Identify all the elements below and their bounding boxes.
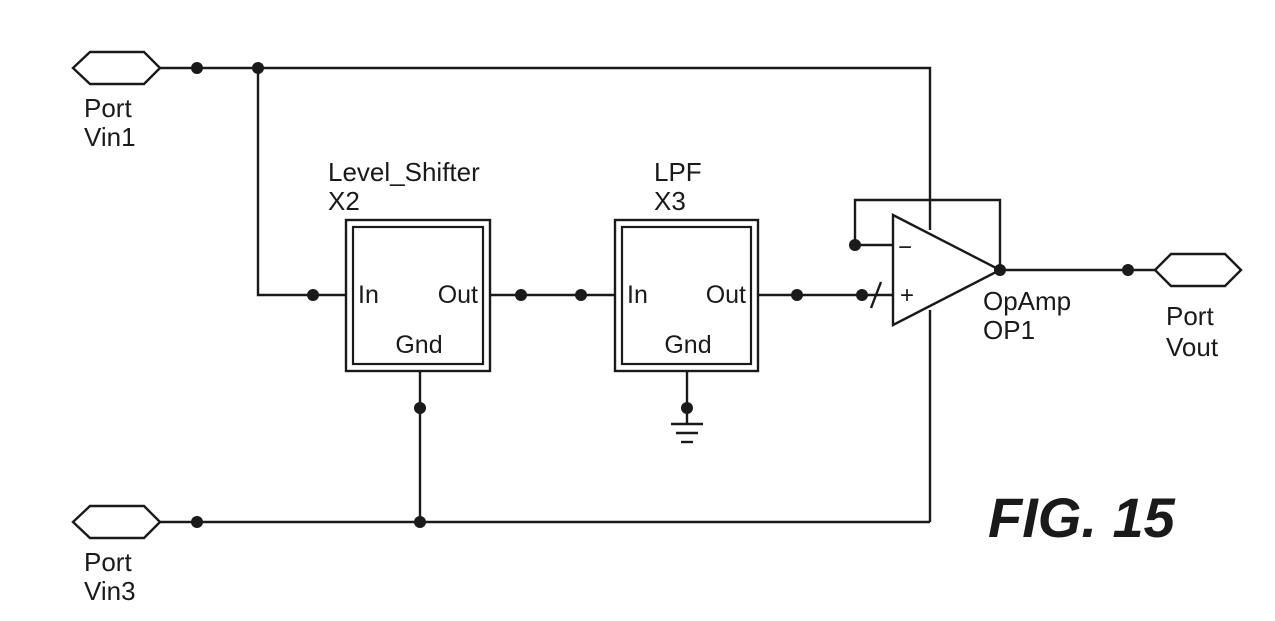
junction-dot	[414, 402, 426, 414]
opamp-type: OpAmp	[983, 286, 1071, 316]
port-vin1-type: Port	[84, 93, 132, 123]
figure-label: FIG. 15	[988, 486, 1176, 549]
level-shifter-pin-gnd: Gnd	[395, 331, 442, 359]
level-shifter-pin-out: Out	[438, 281, 478, 309]
level-shifter-block: Level_Shifter X2 In Out Gnd	[328, 157, 492, 373]
port-vin3: Port Vin3	[71, 504, 162, 606]
port-vin3-symbol	[71, 504, 162, 540]
junction-dot	[791, 289, 803, 301]
junctions	[191, 62, 1134, 528]
wire-vin1-rail	[160, 66, 932, 230]
level-shifter-inner	[351, 225, 485, 366]
opamp-plus-sign: +	[900, 282, 914, 309]
port-vin3-name: Vin3	[84, 576, 136, 606]
level-shifter-ref: X2	[328, 186, 360, 216]
junction-dot	[191, 516, 203, 528]
junction-dot	[575, 289, 587, 301]
lpf-type: LPF	[654, 157, 702, 187]
opamp-triangle	[891, 213, 1003, 327]
lpf-pin-gnd: Gnd	[664, 331, 711, 359]
level-shifter-pin-in: In	[358, 281, 379, 309]
level-shifter-type: Level_Shifter	[328, 157, 480, 187]
port-vout-type: Port	[1166, 301, 1214, 331]
junction-dot	[414, 516, 426, 528]
junction-dot	[856, 289, 868, 301]
junction-dot	[681, 402, 693, 414]
port-vin1: Port Vin1	[71, 50, 162, 152]
junction-dot	[849, 239, 861, 251]
lpf-pin-in: In	[627, 281, 648, 309]
junction-dot	[307, 289, 319, 301]
opamp-op1: − + OpAmp OP1	[891, 213, 1071, 345]
port-vin1-symbol	[71, 50, 162, 86]
level-shifter-outline	[344, 218, 492, 373]
wire-feedback	[853, 198, 1002, 270]
port-vin1-name: Vin1	[84, 122, 136, 152]
port-vout-name: Vout	[1166, 332, 1219, 362]
wires	[160, 66, 1155, 524]
lpf-ref: X3	[654, 186, 686, 216]
port-vout-symbol	[1153, 252, 1243, 288]
ground-icon	[671, 422, 703, 444]
opamp-ref: OP1	[983, 315, 1035, 345]
junction-dot	[515, 289, 527, 301]
opamp-minus-sign: −	[898, 234, 912, 261]
lpf-block: LPF X3 In Out Gnd	[613, 157, 760, 373]
port-vout: Port Vout	[1153, 252, 1243, 362]
lpf-inner	[620, 225, 753, 366]
junction-dot	[1122, 264, 1134, 276]
junction-dot	[252, 62, 264, 74]
signal-slash-marker	[869, 281, 883, 309]
lpf-pin-out: Out	[706, 281, 746, 309]
port-vin3-type: Port	[84, 547, 132, 577]
lpf-outline	[613, 218, 760, 373]
junction-dot	[191, 62, 203, 74]
